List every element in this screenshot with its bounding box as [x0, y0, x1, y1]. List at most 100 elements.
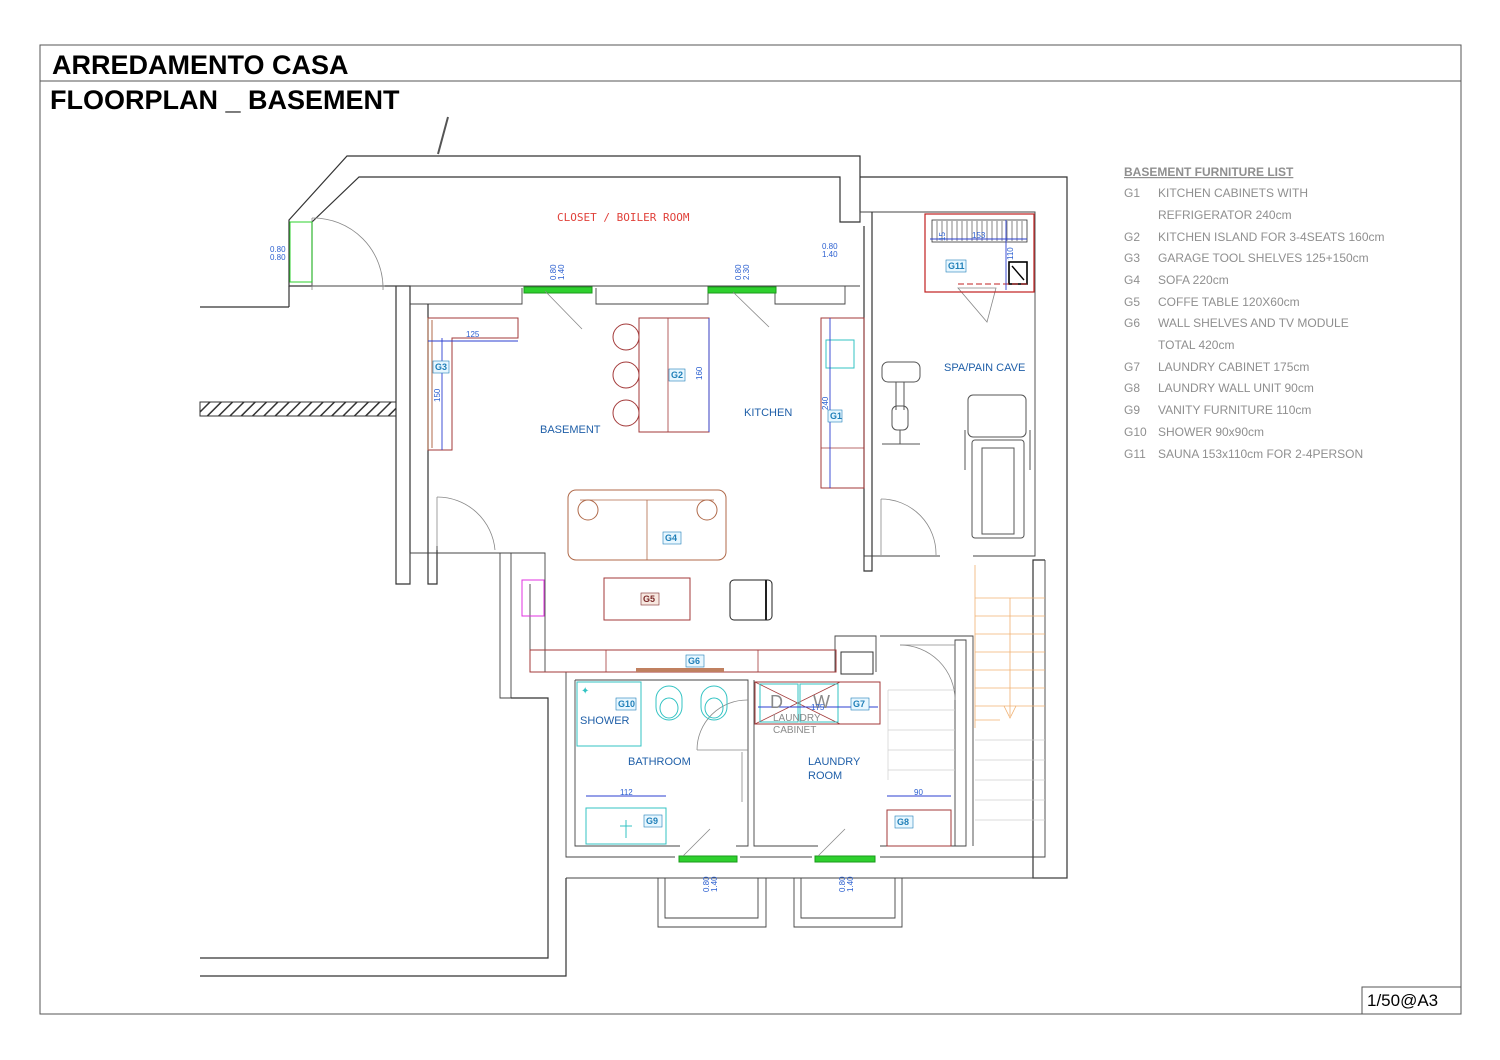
sauna — [924, 213, 1035, 293]
win-b-1: 0.80 — [549, 264, 558, 280]
list-text: SAUNA 153x110cm FOR 2-4PERSON — [1158, 447, 1363, 461]
treadmill — [964, 394, 1031, 539]
list-text: VANITY FURNITURE 110cm — [1158, 403, 1311, 417]
dimension-lines — [428, 220, 1027, 797]
room-label-basement: BASEMENT — [540, 424, 601, 436]
room-label-laundry-2: ROOM — [808, 770, 842, 782]
staircase — [974, 565, 1045, 728]
dim-160: 160 — [695, 366, 704, 380]
list-code: G4 — [1124, 273, 1140, 287]
win-f-1: 0.80 — [838, 876, 847, 892]
win-a-2: 0.80 — [270, 253, 286, 262]
list-text: SOFA 220cm — [1158, 273, 1229, 287]
list-text: LAUNDRY WALL UNIT 90cm — [1158, 381, 1314, 395]
dim-125: 125 — [466, 330, 480, 339]
list-text: COFFE TABLE 120X60cm — [1158, 295, 1300, 309]
dim-150: 150 — [433, 388, 442, 402]
room-label-laundry-1: LAUNDRY — [808, 756, 861, 768]
room-label-closet: CLOSET / BOILER ROOM — [557, 211, 690, 224]
tag-g9: G9 — [646, 816, 658, 826]
win-c-2: 2.30 — [742, 264, 751, 280]
list-text: KITCHEN ISLAND FOR 3-4SEATS 160cm — [1158, 230, 1385, 244]
tag-g5: G5 — [643, 594, 655, 604]
stair-lower — [887, 689, 1045, 821]
wall-shelves-tv — [529, 649, 837, 673]
list-text: KITCHEN CABINETS WITH — [1158, 186, 1308, 200]
exercise-bike — [881, 361, 921, 445]
win-a-1: 0.80 — [270, 245, 286, 254]
laundry-cabinet — [754, 681, 881, 725]
shower-drain-icon: ✦ — [581, 686, 589, 697]
sheet-border — [39, 44, 1462, 1015]
dim-153: 153 — [972, 231, 986, 240]
list-text: LAUNDRY CABINET 175cm — [1158, 360, 1309, 374]
furniture-list-heading: BASEMENT FURNITURE LIST — [1124, 165, 1294, 179]
toilets — [655, 685, 728, 721]
armchair — [729, 579, 773, 621]
list-code: G8 — [1124, 381, 1140, 395]
list-code: G7 — [1124, 360, 1140, 374]
tag-g2: G2 — [671, 370, 683, 380]
tag-g10: G10 — [618, 699, 635, 709]
win-e-2: 1.40 — [710, 876, 719, 892]
windows — [289, 221, 876, 863]
tag-g11: G11 — [948, 261, 965, 271]
dim-90: 90 — [914, 788, 923, 797]
list-text: REFRIGERATOR 240cm — [1158, 208, 1292, 222]
list-code: G3 — [1124, 251, 1140, 265]
magenta-cabinet — [521, 579, 545, 617]
list-code: G11 — [1124, 447, 1146, 461]
list-text: GARAGE TOOL SHELVES 125+150cm — [1158, 251, 1369, 265]
label-laundry-cabinet-2: CABINET — [773, 725, 816, 736]
win-b-2: 1.40 — [557, 264, 566, 280]
drawing-subtitle: FLOORPLAN _ BASEMENT — [50, 85, 400, 115]
tag-g8: G8 — [897, 817, 909, 827]
walls — [199, 116, 1068, 977]
room-label-spa: SPA/PAIN CAVE — [944, 362, 1025, 374]
list-text: TOTAL 420cm — [1158, 338, 1234, 352]
list-code: G9 — [1124, 403, 1140, 417]
tag-g6: G6 — [688, 656, 700, 666]
list-code: G1 — [1124, 186, 1140, 200]
label-laundry-cabinet-1: LAUNDRY — [773, 713, 821, 724]
dim-110: 110 — [1006, 247, 1015, 260]
dim-112: 112 — [620, 788, 633, 797]
list-code: G10 — [1124, 425, 1147, 439]
list-text: SHOWER 90x90cm — [1158, 425, 1264, 439]
dimension-labels: 125 150 160 240 153 110 15 175 112 90 0.… — [270, 231, 1015, 892]
doors — [311, 217, 997, 802]
tag-g7: G7 — [853, 699, 865, 709]
win-c-1: 0.80 — [734, 264, 743, 280]
dryer-label: D — [770, 692, 783, 712]
vanity — [585, 807, 667, 845]
tag-g1: G1 — [830, 411, 842, 421]
win-d-2: 1.40 — [822, 250, 838, 259]
room-label-shower: SHOWER — [580, 715, 630, 727]
coffee-table — [603, 577, 691, 621]
tag-g4: G4 — [665, 533, 677, 543]
room-label-kitchen: KITCHEN — [744, 407, 792, 419]
scale-box — [1361, 986, 1462, 1015]
scale-label: 1/50@A3 — [1367, 991, 1438, 1010]
list-code: G5 — [1124, 295, 1140, 309]
list-code: G2 — [1124, 230, 1140, 244]
drawing-title: ARREDAMENTO CASA — [52, 50, 349, 80]
furniture-list: BASEMENT FURNITURE LIST G1 KITCHEN CABIN… — [1124, 165, 1385, 461]
dim-175: 175 — [811, 703, 825, 712]
sink-box — [840, 651, 874, 675]
sofa — [567, 489, 727, 561]
win-d-1: 0.80 — [822, 242, 838, 251]
laundry-wall-unit — [886, 809, 952, 847]
win-f-2: 1.40 — [846, 876, 855, 892]
win-e-1: 0.80 — [702, 876, 711, 892]
dim-15: 15 — [938, 232, 947, 241]
tag-g3: G3 — [435, 362, 447, 372]
list-text: WALL SHELVES AND TV MODULE — [1158, 316, 1349, 330]
room-label-bathroom: BATHROOM — [628, 756, 691, 768]
dim-240: 240 — [821, 396, 830, 410]
kitchen-cabinets — [820, 317, 865, 489]
list-code: G6 — [1124, 316, 1140, 330]
washer-label: W — [813, 692, 830, 712]
shower-tray: ✦ — [576, 681, 642, 747]
